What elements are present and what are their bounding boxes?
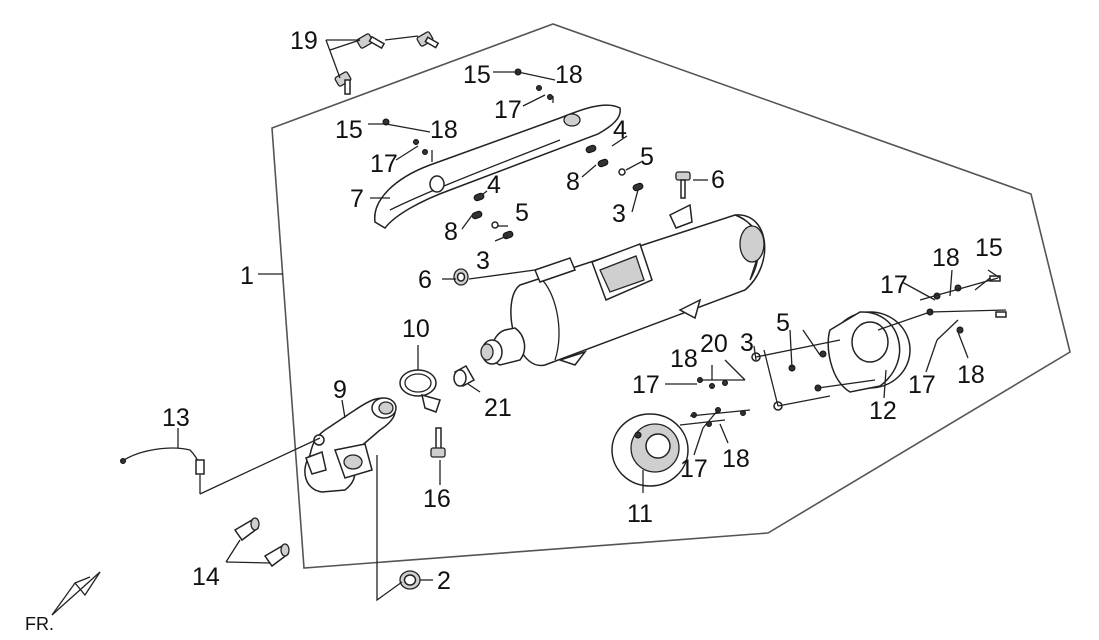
label-9: 9 <box>333 376 347 404</box>
label-15: 15 <box>463 61 491 89</box>
heat-shield <box>374 104 621 229</box>
label-17d: 17 <box>908 371 936 399</box>
bolt-16 <box>430 427 446 458</box>
leader-lines <box>177 35 1007 602</box>
label-18: 18 <box>555 61 583 89</box>
label-3: 3 <box>476 247 490 275</box>
label-15c: 15 <box>975 234 1003 262</box>
label-14: 14 <box>192 563 220 591</box>
label-8: 8 <box>444 218 458 246</box>
label-4b: 4 <box>613 116 627 144</box>
label-12: 12 <box>869 397 897 425</box>
label-10: 10 <box>402 315 430 343</box>
label-18c: 18 <box>932 244 960 272</box>
label-17f: 17 <box>680 455 708 483</box>
clamp-10 <box>399 369 441 413</box>
muffler <box>480 203 766 366</box>
protector-caps-14 <box>233 517 290 568</box>
label-7: 7 <box>350 185 364 213</box>
label-4: 4 <box>487 171 501 199</box>
label-18d: 18 <box>957 361 985 389</box>
callout-labels: 1 2 3 3 3 4 4 5 5 5 6 6 7 8 8 9 10 11 12… <box>25 27 1003 634</box>
label-20: 20 <box>700 330 728 358</box>
label-16: 16 <box>423 485 451 513</box>
label-18e: 18 <box>670 345 698 373</box>
end-cap-11 <box>611 413 689 487</box>
assembly-boundary <box>271 23 1071 569</box>
label-21: 21 <box>484 394 512 422</box>
exhaust-pipe-9 <box>304 397 397 493</box>
label-17b: 17 <box>370 150 398 178</box>
label-6: 6 <box>418 266 432 294</box>
orientation-label: FR. <box>25 614 54 634</box>
label-6b: 6 <box>711 166 725 194</box>
label-17c: 17 <box>880 271 908 299</box>
label-13: 13 <box>162 404 190 432</box>
label-8b: 8 <box>566 168 580 196</box>
label-15b: 15 <box>335 116 363 144</box>
label-17e: 17 <box>632 371 660 399</box>
end-cap-12 <box>827 311 911 393</box>
label-5c: 5 <box>776 309 790 337</box>
label-1: 1 <box>240 262 254 290</box>
label-3c: 3 <box>740 329 754 357</box>
label-3b: 3 <box>612 200 626 228</box>
o2-sensor-13 <box>120 447 205 475</box>
orientation-arrow <box>51 571 101 616</box>
label-5: 5 <box>515 199 529 227</box>
mount-bolt-6 <box>675 171 691 199</box>
gasket-21 <box>453 364 476 388</box>
label-19: 19 <box>290 27 318 55</box>
label-2: 2 <box>437 567 451 595</box>
label-11: 11 <box>627 500 653 528</box>
bolts-19 <box>334 31 440 95</box>
label-18b: 18 <box>430 116 458 144</box>
label-17: 17 <box>494 96 522 124</box>
label-5b: 5 <box>640 143 654 171</box>
label-18f: 18 <box>722 445 750 473</box>
